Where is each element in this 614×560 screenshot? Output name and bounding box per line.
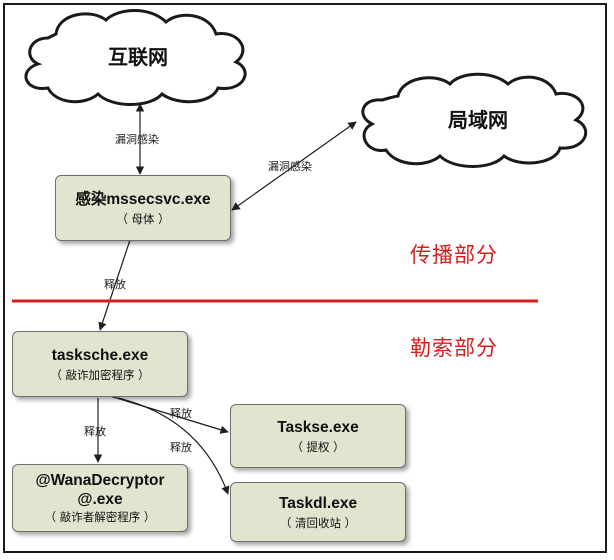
lan-cloud-shape [361, 72, 588, 168]
lan-cloud-label: 局域网 [447, 108, 508, 132]
node-taskdl: Taskdl.exe （ 清回收站 ） [230, 482, 406, 542]
node-tasksche-subtitle: （ 敲诈加密程序 ） [50, 367, 150, 382]
edge-label-tasksche-taskdl: 释放 [170, 440, 192, 454]
internet-cloud-shape [24, 9, 247, 106]
section-title-ransom: 勒索部分 [410, 336, 498, 360]
edge-tasksche-taskse [109, 395, 229, 434]
node-infect-subtitle: （ 母体 ） [116, 211, 170, 226]
node-taskdl-title: Taskdl.exe [278, 494, 358, 512]
edge-label-internet-infect: 漏洞感染 [115, 132, 159, 146]
node-tasksche: tasksche.exe （ 敲诈加密程序 ） [12, 331, 188, 397]
node-taskdl-subtitle: （ 清回收站 ） [279, 515, 357, 530]
edge-label-tasksche-decryptor: 释放 [84, 424, 106, 438]
edge-label-infect-tasksche: 释放 [104, 277, 126, 291]
node-infect-mssecsvc: 感染mssecsvc.exe （ 母体 ） [55, 175, 231, 241]
section-title-spread: 传播部分 [410, 243, 498, 267]
node-decryptor-subtitle: （ 敲诈者解密程序 ） [44, 510, 156, 524]
lan-cloud: 局域网 [361, 72, 588, 168]
node-decryptor-title-line2: @.exe [77, 491, 123, 508]
edge-label-lan-infect: 漏洞感染 [268, 159, 312, 173]
internet-cloud: 互联网 [24, 9, 247, 106]
edge-tasksche-taskdl [117, 397, 230, 495]
node-decryptor-title-line1: @WanaDecryptor [35, 472, 165, 489]
internet-cloud-label: 互联网 [108, 45, 168, 69]
node-infect-title: 感染mssecsvc.exe [75, 190, 211, 208]
node-taskse-subtitle: （ 提权 ） [291, 439, 345, 454]
edge-lan-infect [231, 121, 357, 211]
edge-label-tasksche-taskse: 释放 [170, 406, 192, 420]
node-tasksche-title: tasksche.exe [51, 346, 149, 364]
node-wanadecryptor: @WanaDecryptor @.exe （ 敲诈者解密程序 ） [12, 464, 188, 532]
node-taskse: Taskse.exe （ 提权 ） [230, 404, 406, 468]
edge-infect-tasksche [98, 239, 131, 331]
node-taskse-title: Taskse.exe [277, 418, 359, 436]
